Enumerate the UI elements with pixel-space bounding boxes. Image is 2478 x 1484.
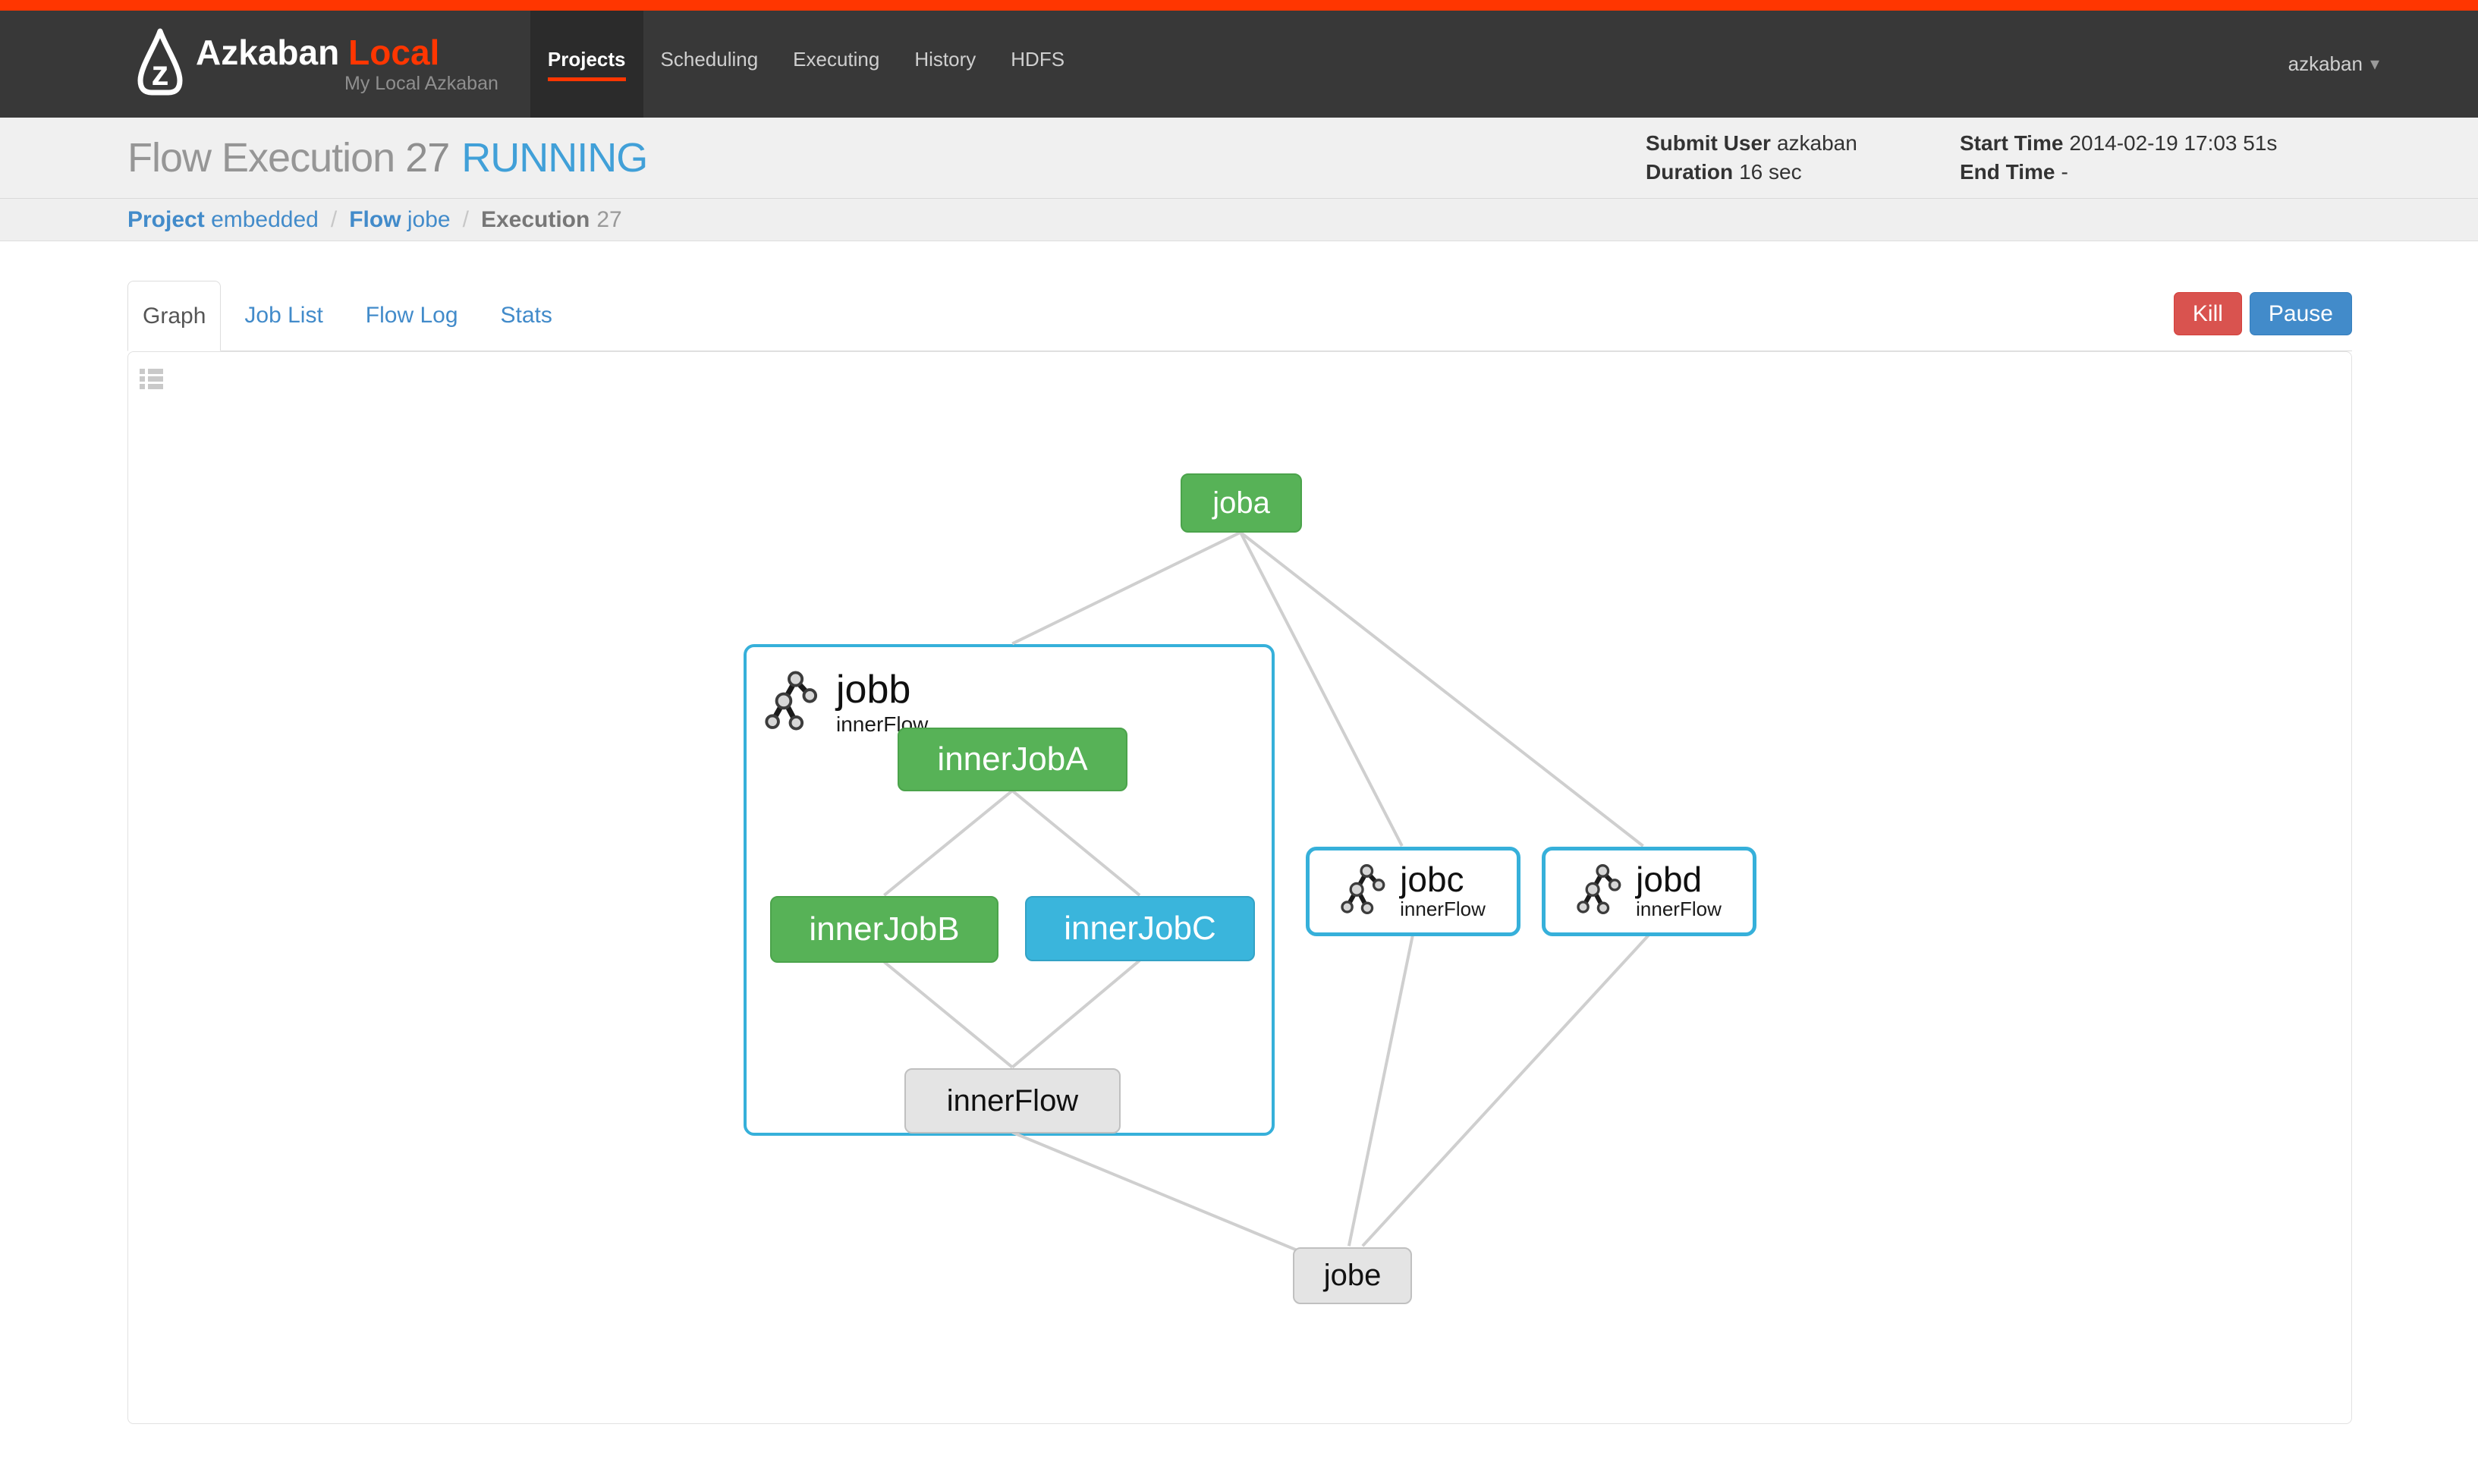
meta-end-time: End Time- [1960,160,2068,184]
flow-node-title: jobc [1400,860,1464,900]
job-list-toggle-icon[interactable] [140,369,163,393]
accent-top-bar [0,0,2478,11]
graph-panel: jobb innerFlow joba innerJobA innerJobB inner… [127,351,2352,1424]
content: Graph Job List Flow Log Stats Kill Pause… [127,281,2352,1424]
tab-stats[interactable]: Stats [500,303,552,328]
user-name: azkaban [2288,52,2363,75]
nav-items: Projects Scheduling Executing History HD… [530,11,1082,118]
nav-item-history[interactable]: History [914,47,976,71]
breadcrumb-project-link[interactable]: Project embedded [127,206,319,232]
node-innerJobC[interactable]: innerJobC [1025,896,1255,961]
node-joba[interactable]: joba [1181,473,1302,533]
breadcrumb-separator: / [330,206,338,232]
tab-flow-log[interactable]: Flow Log [365,303,458,328]
breadcrumb-flow-link[interactable]: Flow jobe [349,206,451,232]
azkaban-logo-icon: z [135,28,185,100]
node-innerJobA[interactable]: innerJobA [898,728,1127,791]
caret-down-icon: ▾ [2370,54,2379,74]
innerflow-icon [765,671,818,731]
flow-node-subtitle: innerFlow [1400,897,1486,920]
innerflow-icon [1341,864,1385,915]
svg-text:z: z [152,53,169,93]
breadcrumb: Project embedded / Flow jobe / Execution… [0,199,2478,241]
tab-job-list[interactable]: Job List [244,303,323,328]
node-jobb[interactable]: jobb innerFlow [744,644,1275,1136]
title-text: Flow Execution [127,135,395,181]
kill-button[interactable]: Kill [2173,292,2242,335]
nav-item-executing[interactable]: Executing [793,47,880,71]
brand-suffix: Local [348,33,440,72]
nav-item-scheduling[interactable]: Scheduling [660,47,759,71]
flow-node-subtitle: innerFlow [1636,897,1722,920]
user-menu[interactable]: azkaban ▾ [2288,11,2379,118]
flow-actions: Kill Pause [2173,277,2352,351]
node-jobe[interactable]: jobe [1293,1247,1412,1304]
tab-graph[interactable]: Graph [127,281,222,351]
nav-item-projects[interactable]: Projects [530,11,643,118]
pause-button[interactable]: Pause [2249,292,2352,335]
breadcrumb-separator: / [462,206,469,232]
flow-box-title: jobb [836,668,911,712]
node-innerFlow[interactable]: innerFlow [904,1068,1121,1133]
status-badge: RUNNING [461,135,648,181]
tab-bar: Graph Job List Flow Log Stats Kill Pause [127,281,2352,351]
brand-name: Azkaban [196,33,340,72]
execution-id: 27 [405,135,450,181]
nav-item-hdfs[interactable]: HDFS [1011,47,1065,71]
brand-subtitle: My Local Azkaban [344,73,498,94]
flow-node-title: jobd [1636,860,1703,900]
innerflow-icon [1577,864,1621,915]
node-innerJobB[interactable]: innerJobB [770,896,998,963]
